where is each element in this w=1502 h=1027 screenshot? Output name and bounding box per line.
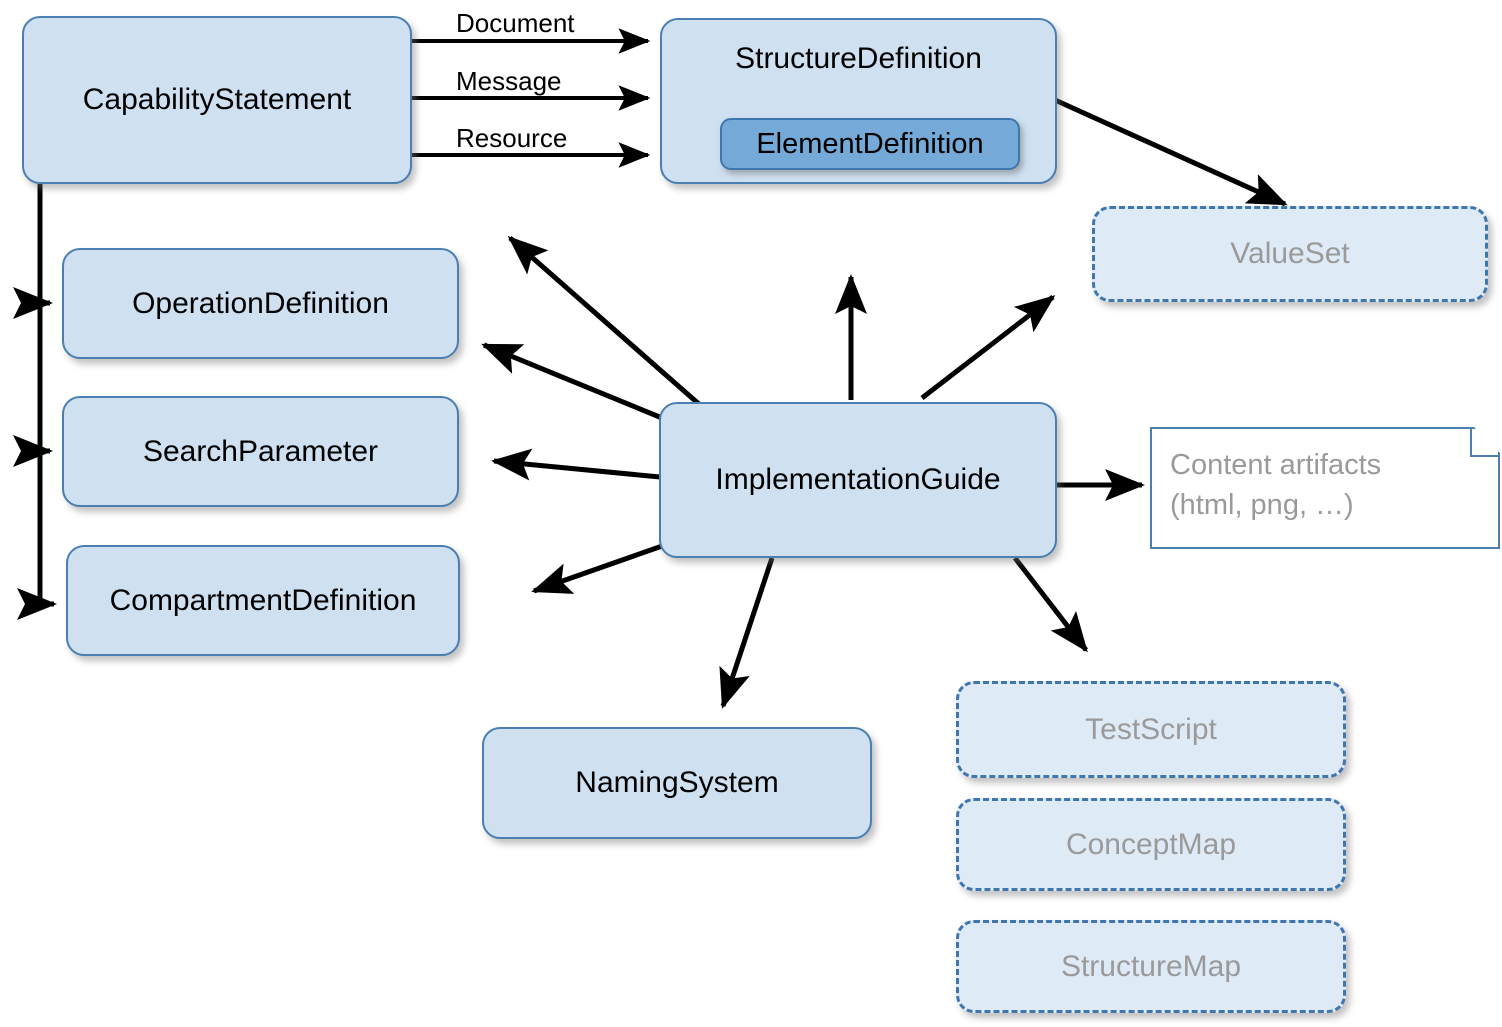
edge-ig-to-searchparam: [491, 448, 661, 481]
edge-ig-to-testscript: [1013, 556, 1088, 653]
node-label: StructureDefinition: [735, 42, 982, 75]
content-artifacts-note[interactable]: Content artifacts (html, png, …): [1150, 427, 1500, 549]
edge-sd-to-valueset: [1053, 97, 1288, 207]
node-operation-definition[interactable]: OperationDefinition: [62, 248, 459, 359]
node-label: ValueSet: [1230, 237, 1350, 270]
edge-ig-to-compartment: [531, 542, 666, 594]
node-search-parameter[interactable]: SearchParameter: [62, 396, 459, 507]
node-label: ConceptMap: [1065, 827, 1237, 861]
node-element-definition[interactable]: ElementDefinition: [720, 118, 1020, 170]
note-fold-corner-icon: [1470, 429, 1498, 457]
node-label: CapabilityStatement: [82, 83, 352, 116]
edge-ig-to-namingsystem: [719, 557, 775, 709]
node-value-set[interactable]: ValueSet: [1092, 206, 1488, 302]
edge-label-resource: Resource: [456, 123, 568, 153]
note-line-1: Content artifacts: [1170, 449, 1382, 481]
node-test-script[interactable]: TestScript: [956, 681, 1346, 778]
node-implementation-guide[interactable]: ImplementationGuide: [659, 402, 1057, 558]
node-naming-system[interactable]: NamingSystem: [482, 727, 872, 839]
edge-ig-to-capability: [507, 236, 702, 407]
node-concept-map[interactable]: ConceptMap: [956, 798, 1346, 891]
node-label: CompartmentDefinition: [109, 583, 417, 617]
node-label: ElementDefinition: [756, 127, 984, 160]
edge-label-document: Document: [456, 8, 575, 38]
node-compartment-definition[interactable]: CompartmentDefinition: [66, 545, 460, 656]
node-label: NamingSystem: [575, 766, 779, 799]
node-label: SearchParameter: [142, 434, 379, 468]
node-label: ImplementationGuide: [715, 463, 1001, 496]
node-label: OperationDefinition: [132, 286, 389, 320]
edge-ig-to-valueset: [920, 295, 1056, 400]
note-line-2: (html, png, …): [1170, 489, 1354, 522]
edge-label-message: Message: [456, 66, 562, 96]
edge-ig-to-operationdef: [481, 342, 663, 421]
node-structure-map[interactable]: StructureMap: [956, 920, 1346, 1013]
node-capability-statement[interactable]: CapabilityStatement: [22, 16, 412, 184]
node-label: TestScript: [1085, 712, 1217, 746]
node-label: StructureMap: [1060, 949, 1242, 983]
